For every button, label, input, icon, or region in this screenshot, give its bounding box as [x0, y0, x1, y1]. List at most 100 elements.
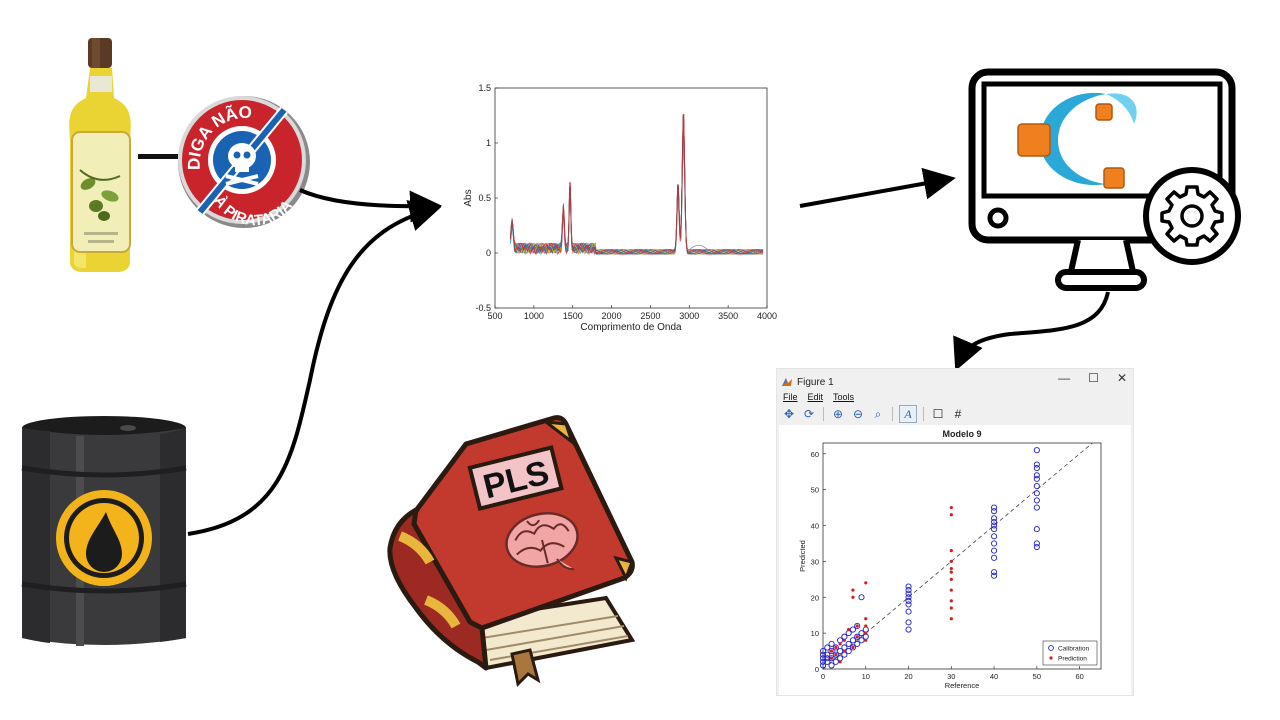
calibration-point [819, 658, 827, 665]
calibration-point [905, 619, 912, 626]
prediction-point [834, 653, 838, 657]
gear-icon [1160, 185, 1224, 247]
x-tick-label: 40 [990, 672, 998, 681]
calibration-point [828, 648, 835, 655]
figure-toolbar: ✥ ⟳ ⊕ ⊖ ⌕ A ☐ # [781, 405, 1131, 423]
calibration-point [905, 587, 912, 594]
calibration-point [991, 554, 998, 561]
y-tick-label: 0.5 [478, 193, 491, 203]
chart-title: Modelo 9 [942, 429, 981, 439]
spectrum-line [510, 122, 764, 255]
calibration-point [1033, 447, 1040, 454]
x-tick-label: 4000 [757, 311, 777, 321]
calibration-point [1033, 543, 1040, 551]
x-tick-label: 2000 [602, 311, 622, 321]
calibration-point [819, 662, 827, 669]
calibration-point [905, 590, 912, 597]
maximize-icon[interactable]: ☐ [1088, 371, 1099, 385]
y-tick-label: 30 [811, 557, 819, 566]
calibration-point [1033, 461, 1040, 468]
minimize-icon[interactable]: — [1058, 371, 1071, 385]
calibration-point [991, 540, 998, 547]
x-tick-label: 3000 [679, 311, 699, 321]
calibration-point [991, 569, 998, 576]
calibration-point [819, 648, 827, 655]
pan-icon[interactable]: ✥ [783, 407, 795, 421]
prediction-point [842, 638, 846, 642]
calibration-point [1033, 475, 1040, 482]
prediction-point [864, 624, 868, 628]
calibration-point [991, 572, 998, 579]
zoom-out-icon[interactable]: ⊖ [852, 407, 864, 421]
anti-piracy-stamp-icon: DIGA NÃO À PIRATARIA [178, 96, 310, 229]
calibration-point [849, 626, 856, 633]
calibration-point [991, 515, 998, 522]
calibration-point [832, 658, 839, 665]
menu-tools[interactable]: Tools [833, 392, 855, 402]
calibration-point [832, 644, 839, 651]
menu-file[interactable]: File [783, 392, 798, 402]
menu-edit[interactable]: Edit [807, 392, 824, 402]
toolbar-separator [892, 407, 893, 421]
arrow-barrel-to-spectrum [187, 200, 442, 536]
x-tick-label: 20 [904, 672, 912, 681]
prediction-point [949, 577, 953, 581]
prediction-point [949, 606, 953, 610]
calibration-point [828, 655, 835, 662]
calibration-point [905, 597, 912, 604]
arrow-computer-to-figure [953, 291, 1110, 372]
prediction-point [842, 649, 846, 653]
calibration-point [854, 640, 861, 647]
zoom-in-icon[interactable]: ⊕ [832, 407, 844, 421]
prediction-point [949, 566, 953, 571]
toolbar-separator [823, 407, 824, 421]
oil-barrel-icon [21, 416, 187, 646]
prediction-point [855, 624, 859, 628]
calibration-point [991, 533, 998, 540]
prediction-point [851, 588, 855, 592]
calibration-point [1033, 497, 1040, 504]
calibration-point [905, 608, 912, 615]
y-tick-label: 1 [486, 138, 491, 148]
figure-app-icon [782, 378, 792, 386]
toggle-grid-icon[interactable]: # [954, 407, 962, 421]
spectrum-line [510, 125, 764, 256]
y-axis-label: Abs [463, 189, 474, 206]
x-tick-label: 0 [821, 672, 825, 681]
prediction-point [949, 513, 953, 517]
prediction-point [851, 595, 855, 599]
toggle-box-icon[interactable]: ☐ [932, 407, 944, 421]
y-tick-label: 0 [815, 665, 819, 674]
prediction-point [949, 617, 953, 621]
calibration-point [819, 655, 827, 662]
zoom-icon[interactable]: ⌕ [874, 406, 882, 421]
prediction-point [949, 570, 953, 574]
prediction-point [949, 559, 953, 563]
prediction-point [949, 549, 953, 553]
calibration-point [905, 601, 912, 608]
prediction-point [864, 581, 868, 585]
calibration-point [991, 547, 998, 554]
x-tick-label: 500 [487, 311, 502, 321]
prediction-point [949, 599, 953, 603]
calibration-point [1033, 490, 1040, 497]
close-icon[interactable]: ✕ [1116, 371, 1127, 385]
legend-box [1042, 640, 1098, 666]
toolbar-separator [923, 407, 924, 421]
figure-window[interactable]: Figure 1 — ☐ ✕ File Edit Tools ✥ ⟳ ⊕ ⊖ ⌕… [776, 368, 1134, 696]
y-tick-label: 1.5 [478, 83, 491, 93]
calibration-point [824, 651, 831, 658]
y-tick-label: 40 [811, 522, 819, 531]
legend-prediction-label: Prediction [1058, 656, 1087, 663]
legend-prediction-marker [1049, 656, 1053, 660]
calibration-point [1033, 482, 1040, 490]
calibration-point [905, 594, 912, 601]
rotate-icon[interactable]: ⟳ [803, 407, 815, 421]
calibration-point [1033, 526, 1040, 533]
calibration-point [824, 658, 831, 665]
insert-text-icon[interactable]: A [899, 405, 917, 423]
figure-title: Figure 1 [797, 376, 834, 388]
